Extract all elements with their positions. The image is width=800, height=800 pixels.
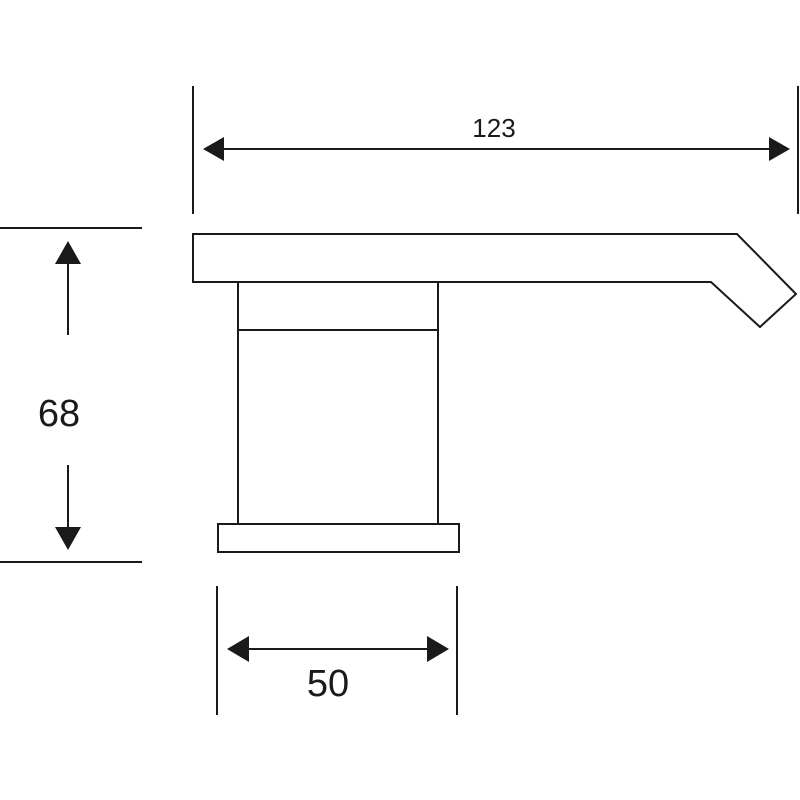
faucet-outline [192,233,798,553]
width-label: 123 [472,113,515,143]
faucet-body [237,281,439,525]
faucet-spout [192,233,798,329]
height-arrow-up-icon [55,241,81,264]
base-arrow-left-icon [227,636,249,662]
base-label: 50 [307,663,349,705]
width-arrow-left-icon [203,137,224,161]
height-arrow-down-icon [55,527,81,550]
faucet-base [217,523,460,553]
width-dimension [192,86,799,214]
base-arrow-right-icon [427,636,449,662]
height-label: 68 [38,393,80,435]
base-dimension [216,586,458,715]
height-dimension [0,227,142,563]
width-arrow-right-icon [769,137,790,161]
